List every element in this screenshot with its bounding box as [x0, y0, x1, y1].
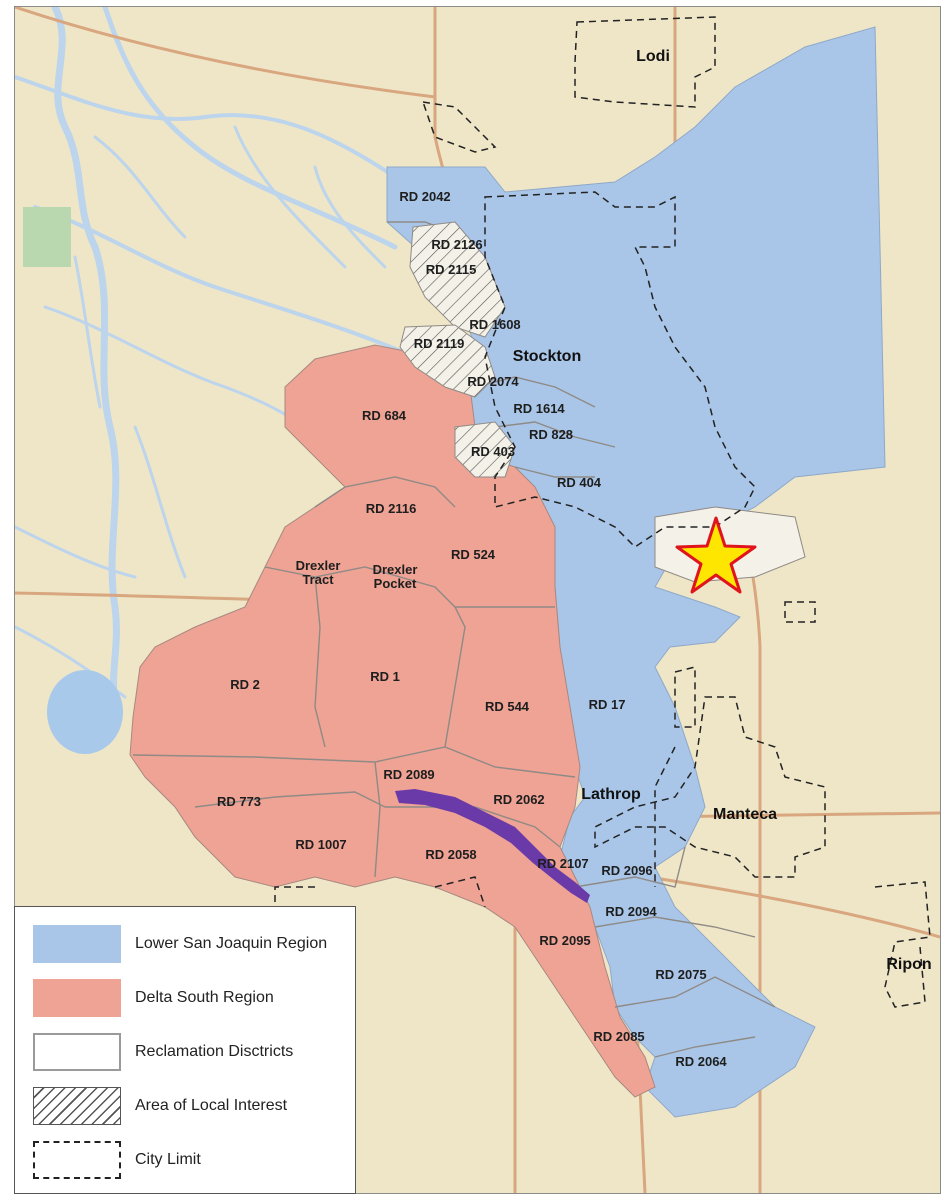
district-label-rd2095: RD 2095 [539, 933, 591, 948]
district-label-rd1614: RD 1614 [513, 401, 565, 416]
district-label-rd544: RD 544 [484, 699, 530, 714]
map-legend: Lower San Joaquin Region Delta South Reg… [14, 906, 356, 1194]
legend-label: Lower San Joaquin Region [135, 935, 328, 952]
legend-item-city-limit: City Limit [33, 1141, 353, 1179]
district-label-rd2058: RD 2058 [425, 847, 477, 862]
local-interest-area-mid[interactable] [399, 324, 496, 398]
district-label-rd2075: RD 2075 [655, 967, 707, 982]
location-star-icon[interactable] [675, 516, 757, 594]
district-label-rd404: RD 404 [556, 475, 602, 490]
route-line[interactable] [395, 789, 590, 903]
district-label-rd773: RD 773 [216, 794, 262, 809]
legend-label: Reclamation Disctricts [135, 1043, 294, 1060]
district-label-rd2096: RD 2096 [601, 863, 653, 878]
district-label-rd2062: RD 2062 [493, 792, 545, 807]
district-label-drexler-tract: Drexler Tract [295, 558, 341, 587]
district-label-rd2089: RD 2089 [383, 767, 435, 782]
district-label-rd1: RD 1 [370, 669, 400, 684]
city-label-manteca: Manteca [712, 806, 778, 823]
district-label-rd403: RD 403 [470, 444, 516, 459]
city-label-stockton: Stockton [512, 348, 582, 365]
district-label-rd2115: RD 2115 [425, 262, 477, 277]
district-label-rd17: RD 17 [588, 697, 626, 712]
city-label-lodi: Lodi [636, 48, 670, 65]
city-limits [274, 16, 931, 1008]
legend-item-reclamation-districts: Reclamation Disctricts [33, 1033, 353, 1071]
city-label-ripon: Ripon [886, 956, 932, 973]
district-label-rd2: RD 2 [230, 677, 260, 692]
district-label-rd2094: RD 2094 [605, 904, 657, 919]
district-label-rd2119: RD 2119 [413, 336, 465, 351]
legend-label: Area of Local Interest [135, 1097, 288, 1114]
district-label-rd2126: RD 2126 [431, 237, 483, 252]
local-interest-area-south[interactable] [454, 421, 516, 478]
district-label-rd2107: RD 2107 [537, 856, 589, 871]
waterways [15, 7, 417, 711]
clifton-court-forebay [47, 670, 123, 754]
city-label-lathrop: Lathrop [581, 786, 641, 803]
reclamation-district-boundaries [132, 221, 776, 1058]
district-label-rd524: RD 524 [450, 547, 496, 562]
legend-swatch-dashed [33, 1141, 121, 1179]
district-label-rd2085: RD 2085 [593, 1029, 645, 1044]
legend-label: Delta South Region [135, 989, 274, 1006]
district-label-drexler-pocket: Drexler Pocket [372, 562, 418, 591]
local-interest-area-north[interactable] [409, 221, 506, 338]
local-interest-area-east[interactable] [654, 506, 806, 583]
areas-of-local-interest[interactable] [399, 221, 806, 583]
reservoir [23, 207, 71, 267]
district-label-rd1007: RD 1007 [295, 837, 347, 852]
district-label-rd2116: RD 2116 [365, 501, 417, 516]
district-label-rd1608: RD 1608 [469, 317, 521, 332]
legend-swatch-salmon [33, 979, 121, 1017]
legend-item-area-of-local-interest: Area of Local Interest [33, 1087, 353, 1125]
legend-item-delta-south: Delta South Region [33, 979, 353, 1017]
district-label-rd2064: RD 2064 [675, 1054, 727, 1069]
district-label-rd2074: RD 2074 [467, 374, 519, 389]
legend-swatch-blue [33, 925, 121, 963]
district-label-rd2042: RD 2042 [399, 189, 451, 204]
legend-swatch-outline [33, 1033, 121, 1071]
legend-item-lower-san-joaquin: Lower San Joaquin Region [33, 925, 353, 963]
legend-label: City Limit [135, 1151, 201, 1168]
legend-swatch-hatch [33, 1087, 121, 1125]
district-label-rd828: RD 828 [528, 427, 574, 442]
delta-south-region[interactable] [129, 344, 656, 1098]
district-label-rd684: RD 684 [361, 408, 407, 423]
